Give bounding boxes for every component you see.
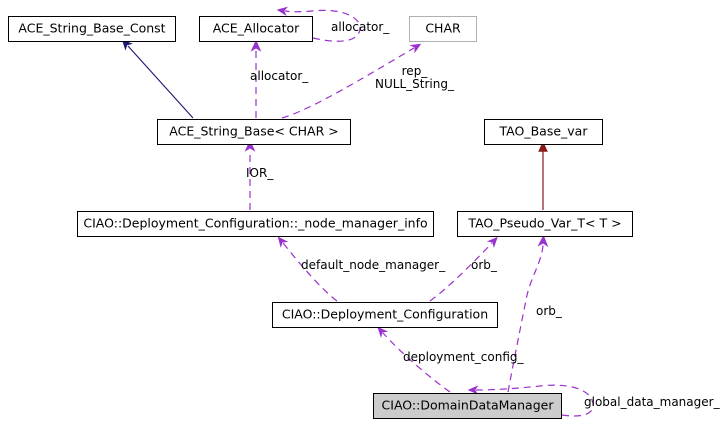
edge-usage-orb-right bbox=[507, 234, 549, 393]
edge-usage-orb-upper bbox=[429, 236, 498, 302]
node-label: ACE_String_Base_Const bbox=[18, 20, 166, 36]
node-node-manager-info[interactable]: CIAO::Deployment_Configuration::_node_ma… bbox=[77, 211, 434, 237]
edge-label-deployment-config: deployment_config_ bbox=[403, 350, 524, 364]
edge-usage-default-node-manager bbox=[277, 236, 338, 302]
edge-label-ior: IOR_ bbox=[246, 166, 274, 180]
node-label: CIAO::Deployment_Configuration::_node_ma… bbox=[83, 215, 428, 231]
node-ace-string-base-char[interactable]: ACE_String_Base< CHAR > bbox=[157, 119, 351, 145]
node-label: CHAR bbox=[425, 20, 461, 36]
edge-label-default-node-manager: default_node_manager_ bbox=[301, 258, 446, 272]
node-label: CIAO::DomainDataManager bbox=[381, 397, 554, 413]
edge-label-allocator: allocator_ bbox=[250, 69, 309, 83]
node-deployment-configuration[interactable]: CIAO::Deployment_Configuration bbox=[272, 302, 498, 328]
node-ace-allocator[interactable]: ACE_Allocator bbox=[199, 16, 313, 42]
edge-inheritance-string-base-const bbox=[121, 39, 194, 119]
node-label: CIAO::Deployment_Configuration bbox=[281, 306, 489, 322]
edge-label-allocator-self: allocator_ bbox=[331, 20, 390, 34]
edge-label-rep-null-string: rep_ NULL_String_ bbox=[375, 64, 454, 91]
node-tao-base-var[interactable]: TAO_Base_var bbox=[484, 119, 603, 145]
node-char[interactable]: CHAR bbox=[409, 16, 477, 42]
edge-label-orb-upper: orb_ bbox=[471, 258, 497, 272]
node-label: ACE_Allocator bbox=[212, 20, 300, 36]
node-tao-pseudo-var-t[interactable]: TAO_Pseudo_Var_T< T > bbox=[457, 211, 633, 237]
node-label: TAO_Pseudo_Var_T< T > bbox=[468, 215, 622, 231]
edge-usage-allocator-self-loop bbox=[276, 6, 361, 42]
edge-usage-rep-null-string bbox=[281, 43, 422, 119]
node-label: TAO_Base_var bbox=[499, 123, 588, 139]
node-domain-data-manager[interactable]: CIAO::DomainDataManager bbox=[373, 393, 562, 419]
edge-usage-global-data-manager-self-loop bbox=[467, 384, 594, 417]
node-ace-string-base-const[interactable]: ACE_String_Base_Const bbox=[8, 16, 176, 42]
node-label: ACE_String_Base< CHAR > bbox=[169, 123, 339, 139]
edge-label-global-data-manager: global_data_manager_ bbox=[584, 395, 720, 409]
edge-label-orb-right: orb_ bbox=[536, 304, 562, 318]
